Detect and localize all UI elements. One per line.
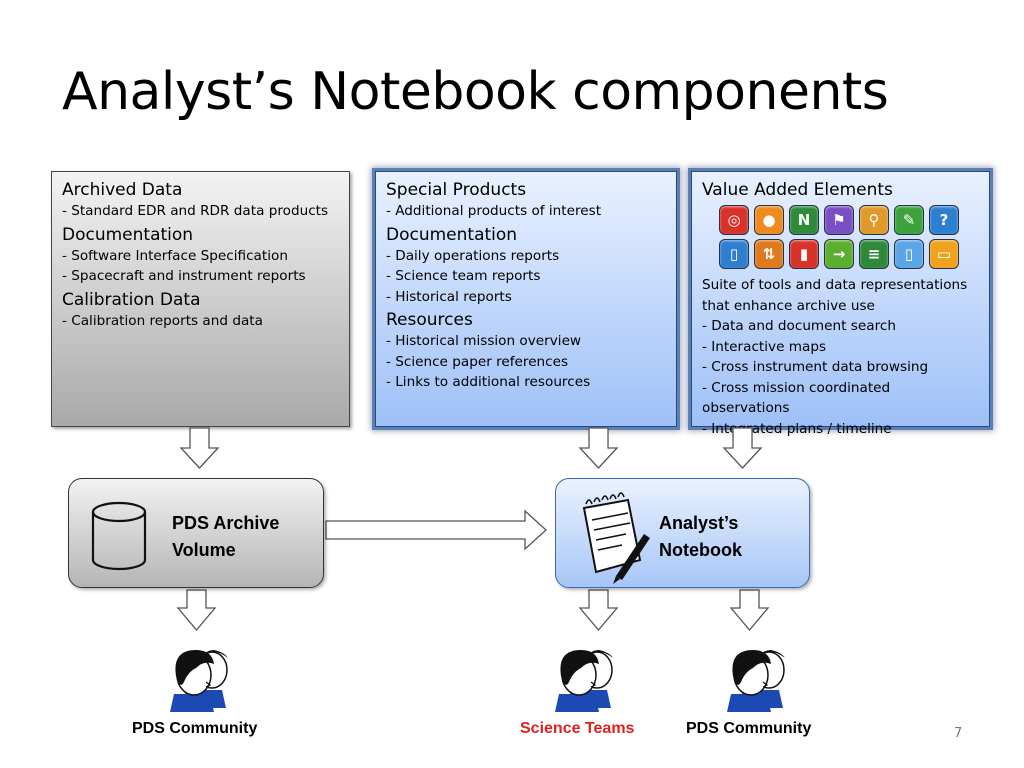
label-line: Analyst’s bbox=[659, 513, 739, 533]
page-number: 7 bbox=[954, 726, 963, 741]
value-added-heading: Value Added Elements bbox=[702, 180, 893, 200]
people-icon bbox=[726, 649, 786, 713]
arrow-right-icon: → bbox=[824, 239, 854, 269]
special-products-panel: Special Products - Additional products o… bbox=[375, 171, 677, 427]
flag-icon: ⚑ bbox=[824, 205, 854, 235]
label-line: Volume bbox=[172, 540, 236, 560]
documentation-heading: Documentation bbox=[62, 224, 194, 245]
special-item: - Daily operations reports bbox=[386, 247, 560, 264]
value-added-item: - Cross instrument data browsing bbox=[702, 359, 929, 375]
value-added-description: Suite of tools and data representations bbox=[702, 277, 968, 293]
analysts-notebook-label: Analyst’s Notebook bbox=[659, 510, 742, 564]
science-teams-label: Science Teams bbox=[520, 720, 635, 737]
value-added-item: - Cross mission coordinated observations bbox=[702, 379, 891, 417]
people-icon bbox=[169, 649, 229, 713]
special-item: - Science paper references bbox=[386, 353, 569, 370]
down-arrow bbox=[578, 589, 619, 632]
bar-chart-icon: ▮ bbox=[789, 239, 819, 269]
down-arrow bbox=[729, 589, 770, 632]
help-icon: ? bbox=[929, 205, 959, 235]
calibration-heading: Calibration Data bbox=[62, 289, 201, 310]
archived-data-panel: Archived Data - Standard EDR and RDR dat… bbox=[51, 171, 350, 427]
down-arrow bbox=[176, 589, 217, 632]
archived-item: - Spacecraft and instrument reports bbox=[62, 268, 306, 284]
circle-icon: ● bbox=[754, 205, 784, 235]
magnifier-icon: ⚲ bbox=[859, 205, 889, 235]
value-added-description: that enhance archive use bbox=[702, 297, 875, 314]
list-icon: ≡ bbox=[859, 239, 889, 269]
value-added-panel: Value Added Elements ◎●N⚑⚲✎? ▯⇅▮→≡▯▭ Sui… bbox=[691, 171, 990, 437]
people-icon bbox=[554, 649, 614, 713]
value-added-item: - Interactive maps bbox=[702, 338, 827, 355]
pds-archive-volume-label: PDS Archive Volume bbox=[172, 510, 279, 564]
pds-archive-volume-box bbox=[68, 478, 324, 588]
label-line: PDS Archive bbox=[172, 513, 280, 533]
down-arrow bbox=[578, 427, 619, 469]
page-icon: ▯ bbox=[894, 239, 924, 269]
target-icon: ◎ bbox=[719, 205, 749, 235]
compass-north-icon: N bbox=[789, 205, 819, 235]
archived-item: - Calibration reports and data bbox=[62, 312, 263, 329]
wrench-icon: ✎ bbox=[894, 205, 924, 235]
special-item: - Additional products of interest bbox=[386, 203, 602, 219]
label-line: Notebook bbox=[659, 540, 742, 560]
up-down-arrows-icon: ⇅ bbox=[754, 239, 784, 269]
document-icon: ▯ bbox=[719, 239, 749, 269]
right-arrow bbox=[325, 509, 547, 551]
value-added-item: - Data and document search bbox=[702, 318, 896, 334]
resources-heading: Resources bbox=[386, 310, 473, 330]
special-item: - Historical mission overview bbox=[386, 333, 582, 349]
pds-community-label: PDS Community bbox=[132, 720, 258, 737]
tool-icons-row: ◎●N⚑⚲✎? bbox=[719, 205, 979, 235]
archived-data-heading: Archived Data bbox=[62, 180, 183, 200]
timeline-icon: ▭ bbox=[929, 239, 959, 269]
documentation-heading: Documentation bbox=[386, 224, 518, 245]
special-item: - Links to additional resources bbox=[386, 374, 591, 390]
pds-community-label: PDS Community bbox=[686, 720, 812, 737]
archived-item: - Standard EDR and RDR data products bbox=[62, 203, 329, 219]
archived-item: - Software Interface Specification bbox=[62, 247, 288, 264]
down-arrow bbox=[722, 427, 763, 469]
tool-icons-row: ▯⇅▮→≡▯▭ bbox=[719, 239, 979, 269]
slide-title: Analyst’s Notebook components bbox=[62, 62, 889, 122]
special-products-heading: Special Products bbox=[386, 180, 527, 200]
special-item: - Historical reports bbox=[386, 288, 512, 305]
special-item: - Science team reports bbox=[386, 268, 541, 284]
down-arrow bbox=[179, 427, 220, 469]
